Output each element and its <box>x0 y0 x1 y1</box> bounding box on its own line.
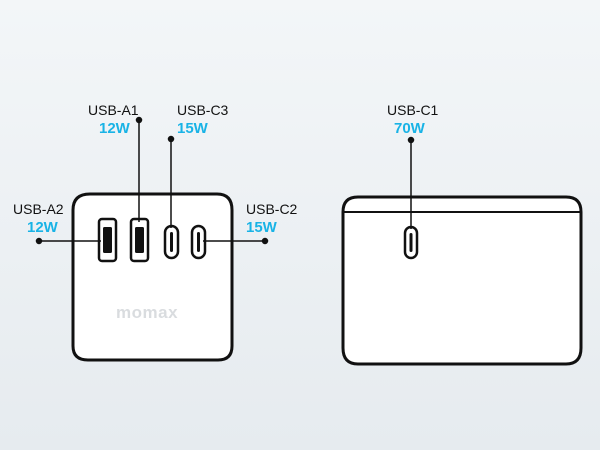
right-charger-body <box>341 195 583 366</box>
usb-a1-label: USB-A1 <box>88 102 139 118</box>
usb-a2-port <box>97 217 118 263</box>
usb-a2-power: 12W <box>27 219 58 236</box>
usb-a1-power: 12W <box>99 120 130 137</box>
usb-c2-power: 15W <box>246 219 277 236</box>
brand-logo: momax <box>116 303 179 322</box>
usb-c3-power: 15W <box>177 120 208 137</box>
usb-c1-label: USB-C1 <box>387 102 439 118</box>
usb-c1-port <box>403 225 419 260</box>
usb-c2-label: USB-C2 <box>246 201 298 217</box>
usb-c3-label: USB-C3 <box>177 102 229 118</box>
usb-a1-port <box>129 217 150 263</box>
usb-c1-power: 70W <box>394 120 425 137</box>
left-charger-body <box>71 192 234 362</box>
usb-a2-label: USB-A2 <box>13 201 64 217</box>
usb-c3-port <box>163 224 180 260</box>
usb-c2-port <box>190 224 207 260</box>
